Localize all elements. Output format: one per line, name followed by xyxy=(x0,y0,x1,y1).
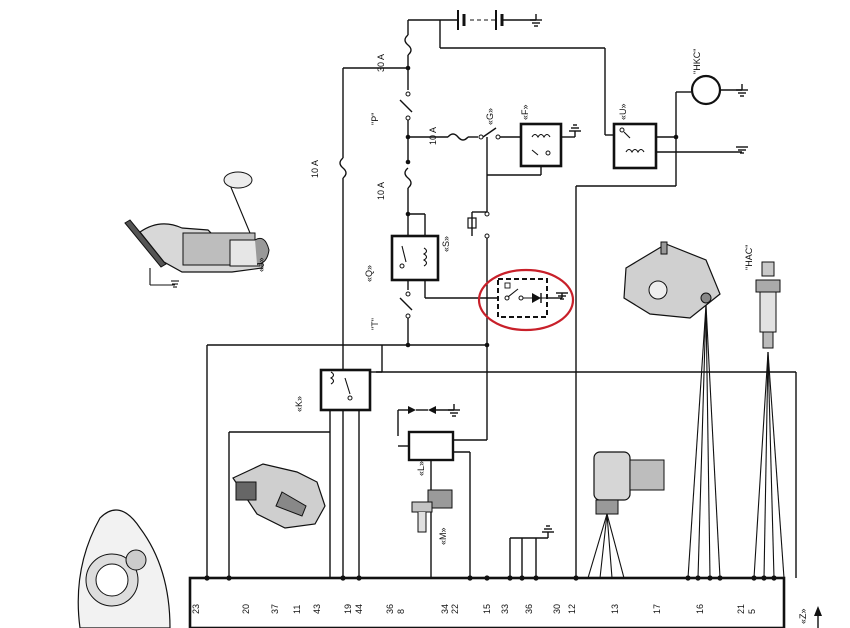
fan-motor xyxy=(690,74,722,106)
fuse-upper-label: 10 A xyxy=(428,127,438,145)
fuel-pump-unit xyxy=(124,171,270,288)
module-l xyxy=(397,404,487,578)
pin-label: 5 xyxy=(747,609,757,614)
pin-label: 30 xyxy=(552,604,562,614)
label-hac: "HAC" xyxy=(744,245,754,270)
up-arrow-icon xyxy=(814,606,822,628)
fuse-left-label: 10 A xyxy=(310,160,320,178)
pin-label: 16 xyxy=(695,604,705,614)
label-g: «G» xyxy=(485,108,495,125)
pin-label: 44 xyxy=(354,604,364,614)
connector-pin-dots xyxy=(204,575,777,581)
pin-label: 36 xyxy=(385,604,395,614)
throttle-position-sensor xyxy=(623,241,721,319)
pin-label: 17 xyxy=(652,604,662,614)
label-p: "P" xyxy=(370,113,380,125)
relay-g xyxy=(519,122,563,168)
relay-k xyxy=(319,368,372,412)
label-s: «S» xyxy=(441,236,451,252)
label-hkc: "HKC" xyxy=(692,49,702,74)
pin-label: 8 xyxy=(396,609,406,614)
instrument-cluster xyxy=(77,509,171,628)
switch-p xyxy=(399,91,413,121)
pin-label: 21 xyxy=(736,604,746,614)
pin-label: 23 xyxy=(191,604,201,614)
label-j: «J» xyxy=(256,257,266,272)
label-u: «U» xyxy=(618,103,628,120)
fuse-30a xyxy=(404,34,412,56)
connector-pin-labels: 23 20 37 11 43 19 44 36 8 34 22 15 33 36… xyxy=(191,604,757,614)
throttle-body xyxy=(232,463,326,529)
pin-label: 36 xyxy=(524,604,534,614)
sensor-m xyxy=(411,489,453,533)
battery-symbol xyxy=(408,10,542,30)
pin-label: 43 xyxy=(312,604,322,614)
ground-bus xyxy=(509,525,554,578)
intake-sensor xyxy=(593,451,665,515)
label-z: «Z» xyxy=(798,608,808,624)
label-m: «M» xyxy=(438,527,448,545)
label-k: «K» xyxy=(294,396,304,412)
pin-label: 11 xyxy=(292,605,302,614)
highlighted-module xyxy=(477,268,575,332)
relay-s xyxy=(390,234,440,282)
push-button xyxy=(467,211,490,239)
pin-label: 34 xyxy=(440,604,450,614)
pin-label: 15 xyxy=(482,604,492,614)
pin-label: 19 xyxy=(343,604,353,614)
oxygen-sensor xyxy=(755,261,781,349)
pin-label: 22 xyxy=(450,604,460,614)
fuse-lower-label: 10 A xyxy=(376,182,386,200)
pin-label: 33 xyxy=(500,604,510,614)
relay-u xyxy=(612,122,658,170)
ecu-connector xyxy=(188,576,786,628)
label-l: «L» xyxy=(416,461,426,476)
pin-label: 20 xyxy=(241,604,251,614)
pin-label: 12 xyxy=(567,604,577,614)
fuse-30a-label: 30 A xyxy=(376,54,386,72)
label-f: «F» xyxy=(520,104,530,120)
label-t: "T" xyxy=(370,318,380,330)
label-q: «Q» xyxy=(364,265,374,282)
pin-label: 13 xyxy=(610,604,620,614)
pin-label: 37 xyxy=(270,604,280,614)
